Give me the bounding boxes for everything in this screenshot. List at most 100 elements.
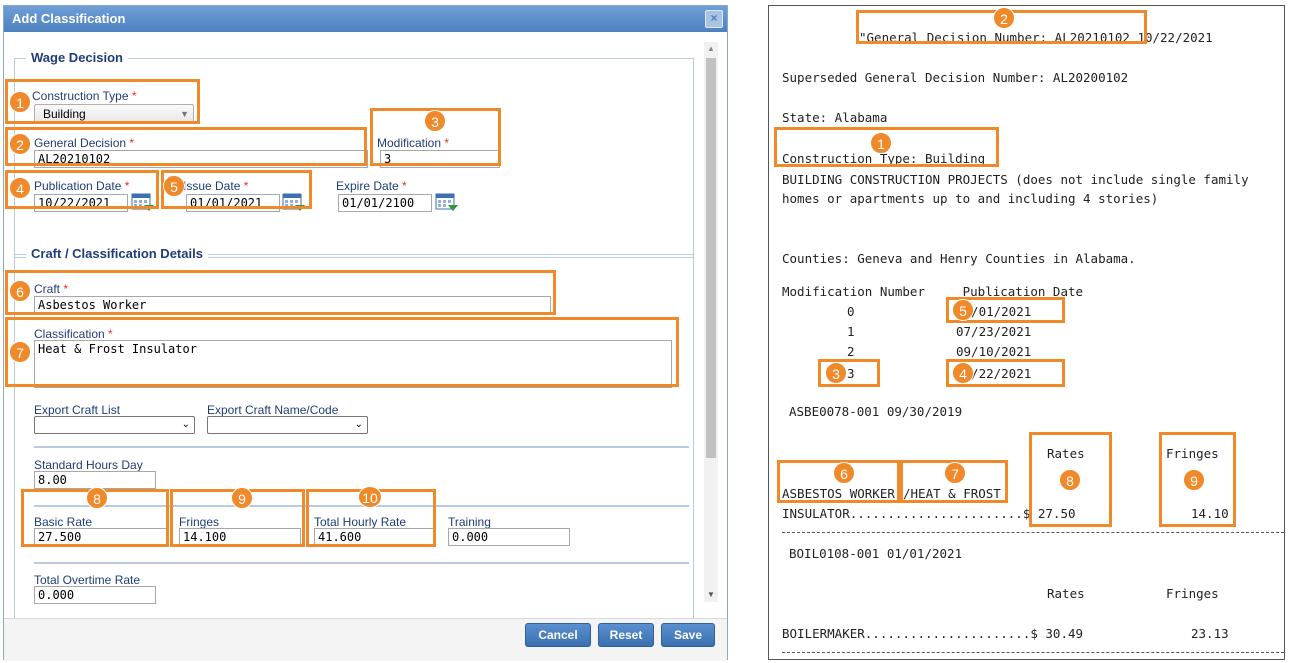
doc-rates-header-2: Rates — [1047, 586, 1085, 601]
modification-label: Modification * — [377, 136, 450, 150]
training-label: Training — [448, 515, 491, 529]
doc-superseded: Superseded General Decision Number: AL20… — [782, 70, 1129, 85]
total-hourly-rate-label: Total Hourly Rate — [314, 515, 407, 529]
dialog-title: Add Classification — [12, 11, 126, 26]
chevron-down-icon: ⌄ — [181, 419, 190, 430]
basic-rate-input[interactable]: 27.500 — [34, 528, 168, 546]
classification-textarea[interactable]: Heat & Frost Insulator — [34, 340, 672, 388]
doc-asbe-code: ASBE0078-001 09/30/2019 — [789, 404, 963, 419]
craft-label: Craft * — [34, 282, 69, 296]
badge-2: 2 — [993, 7, 1015, 29]
doc-mod-header: Modification Number Publication Date — [782, 284, 1084, 299]
doc-separator — [782, 652, 1284, 653]
highlight-craft — [5, 270, 556, 315]
doc-mod-date: 09/10/2021 — [956, 344, 1032, 359]
construction-type-label: Construction Type * — [32, 89, 137, 103]
highlight-doc-mod-0-date — [946, 297, 1065, 323]
badge-7: 7 — [9, 341, 31, 363]
chevron-down-icon: ▼ — [180, 109, 189, 119]
scroll-up-icon[interactable]: ▲ — [707, 44, 715, 53]
dialog-scrollbar[interactable]: ▲ ▼ — [704, 42, 718, 602]
badge-1: 1 — [9, 91, 31, 113]
calendar-icon[interactable] — [131, 192, 155, 212]
total-overtime-rate-input[interactable]: 0.000 — [34, 586, 156, 604]
highlight-doc-heat-frost — [900, 460, 1008, 503]
highlight-publication-date — [5, 170, 159, 209]
scroll-thumb[interactable] — [706, 58, 716, 458]
highlight-general-decision — [5, 127, 367, 166]
wage-determination-document: "General Decision Number: AL20210102 10/… — [768, 5, 1285, 660]
expire-date-input[interactable]: 01/01/2100 — [338, 194, 432, 212]
doc-boilermaker-line: BOILERMAKER......................$ 30.49 — [782, 626, 1084, 641]
highlight-doc-mod-3-date — [946, 359, 1065, 387]
craft-classification-section — [14, 254, 694, 618]
reset-button[interactable]: Reset — [598, 623, 654, 647]
cancel-button[interactable]: Cancel — [525, 623, 591, 647]
doc-projects-line-2: homes or apartments up to and including … — [782, 191, 1159, 206]
doc-mod-number: 3 — [847, 366, 855, 381]
wage-decision-legend: Wage Decision — [26, 50, 128, 65]
construction-type-value: Building — [43, 107, 86, 121]
badge-8: 8 — [86, 487, 108, 509]
highlight-issue-date — [161, 170, 312, 209]
expire-date-label: Expire Date * — [336, 179, 407, 193]
section-divider — [34, 562, 689, 564]
doc-mod-number: 2 — [847, 344, 855, 359]
publication-date-label: Publication Date * — [34, 179, 130, 193]
doc-insulator-fringe: 14.10 — [1191, 506, 1229, 521]
basic-rate-label: Basic Rate — [34, 515, 93, 529]
classification-label: Classification * — [34, 327, 113, 341]
doc-mod-date: 01/01/2021 — [956, 304, 1032, 319]
export-craft-name-code-select[interactable]: ⌄ — [207, 416, 368, 434]
doc-separator — [782, 532, 1284, 533]
badge-3: 3 — [424, 110, 446, 132]
doc-boil-code: BOIL0108-001 01/01/2021 — [789, 546, 963, 561]
dialog-body: Wage Decision Construction Type * Buildi… — [4, 32, 704, 618]
doc-asbestos-worker: ASBESTOS WORKER — [782, 486, 895, 501]
doc-boilermaker-fringe: 23.13 — [1191, 626, 1229, 641]
scroll-down-icon[interactable]: ▼ — [707, 590, 715, 599]
export-craft-list-label: Export Craft List — [34, 403, 121, 417]
doc-mod-date: 07/23/2021 — [956, 324, 1032, 339]
highlight-classification — [5, 317, 679, 387]
highlight-construction-type — [5, 79, 200, 124]
total-overtime-rate-label: Total Overtime Rate — [34, 573, 141, 587]
wage-decision-section — [14, 58, 694, 258]
issue-date-label: Issue Date * — [183, 179, 249, 193]
export-craft-list-select[interactable]: ⌄ — [34, 416, 195, 434]
highlight-modification — [370, 108, 501, 166]
badge-2: 2 — [9, 133, 31, 155]
badge-5: 5 — [163, 175, 185, 197]
doc-counties: Counties: Geneva and Henry Counties in A… — [782, 251, 1136, 266]
close-icon[interactable]: × — [705, 10, 723, 28]
doc-construction-type: Construction Type: Building — [782, 151, 986, 166]
save-button[interactable]: Save — [661, 623, 715, 647]
badge-10: 10 — [358, 486, 382, 508]
doc-mod-date: 10/22/2021 — [956, 366, 1032, 381]
export-craft-name-code-label: Export Craft Name/Code — [207, 403, 339, 417]
highlight-doc-construction-type — [774, 127, 999, 167]
doc-rates-header: Rates — [1047, 446, 1085, 461]
doc-state: State: Alabama — [782, 110, 888, 125]
badge-9: 9 — [231, 487, 253, 509]
badge-9: 9 — [1183, 469, 1205, 491]
dialog-title-bar[interactable]: Add Classification × — [4, 6, 727, 32]
doc-mod-number: 1 — [847, 324, 855, 339]
badge-4: 4 — [9, 177, 31, 199]
chevron-down-icon: ⌄ — [354, 419, 363, 430]
doc-fringes-header-2: Fringes — [1166, 586, 1219, 601]
badge-4: 4 — [952, 362, 974, 384]
fringes-input[interactable]: 14.100 — [179, 528, 301, 546]
badge-8: 8 — [1059, 469, 1081, 491]
highlight-doc-mod-3-number — [818, 359, 880, 387]
doc-mod-number: 0 — [847, 304, 855, 319]
badge-1: 1 — [870, 132, 892, 154]
doc-heat-frost: /HEAT & FROST — [903, 486, 1001, 501]
badge-3: 3 — [825, 362, 847, 384]
doc-projects-line-1: BUILDING CONSTRUCTION PROJECTS (does not… — [782, 172, 1249, 187]
badge-7: 7 — [944, 462, 966, 484]
calendar-icon[interactable] — [435, 192, 459, 212]
highlight-doc-asbestos-worker — [777, 460, 900, 503]
badge-5: 5 — [952, 299, 974, 321]
training-input[interactable]: 0.000 — [448, 528, 570, 546]
